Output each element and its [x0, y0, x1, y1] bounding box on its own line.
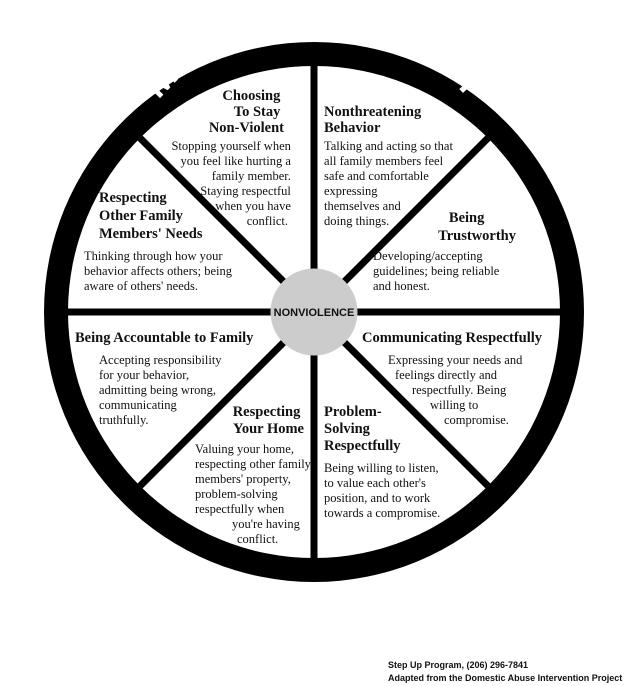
segment-title: Respecting Other Family Members' Needs [99, 190, 203, 242]
segment-text: Thinking through how your behavior affec… [84, 249, 235, 293]
segment-title: Problem- Solving Respectfully [324, 404, 401, 454]
segment-title: Communicating Respectfully [362, 330, 543, 346]
segment-choosing-nonviolent: Choosing To Stay Non-Violent Stopping yo… [171, 88, 294, 228]
segment-title: Being Accountable to Family [75, 330, 254, 346]
credits: Step Up Program, (206) 296-7841 Adapted … [388, 659, 622, 685]
segment-text: Being willing to listen, to value each o… [324, 461, 442, 520]
segment-text: Stopping yourself when you feel like hur… [171, 139, 294, 228]
segment-title: Respecting Your Home [233, 404, 305, 437]
segment-text: Talking and acting so that all family me… [324, 139, 456, 228]
hub-label: NONVIOLENCE [274, 307, 355, 319]
segment-text: Expressing your needs and feelings direc… [388, 353, 525, 427]
segment-text: Accepting responsibility for your behavi… [99, 353, 225, 427]
segment-title: Nonthreatening Behavior [324, 104, 425, 136]
segment-text: Valuing your home, respecting other fami… [195, 442, 314, 546]
segment-trustworthy: Being Trustworthy Developing/accepting g… [373, 210, 517, 293]
segment-accountable: Being Accountable to Family Accepting re… [75, 330, 254, 427]
segment-title: Being Trustworthy [438, 210, 517, 244]
credits-program: Step Up Program, (206) 296-7841 [388, 660, 529, 670]
segment-communicating: Communicating Respectfully Expressing yo… [362, 330, 543, 427]
segment-text: Developing/accepting guidelines; being r… [373, 249, 502, 293]
segment-problem-solving: Problem- Solving Respectfully Being will… [324, 404, 442, 520]
credits-source: Adapted from the Domestic Abuse Interven… [388, 673, 623, 683]
segment-respecting-needs: Respecting Other Family Members' Needs T… [84, 190, 235, 293]
segment-nonthreatening: Nonthreatening Behavior Talking and acti… [324, 104, 456, 228]
segment-title: Choosing To Stay Non-Violent [209, 88, 284, 136]
segment-respecting-home: Respecting Your Home Valuing your home, … [195, 404, 314, 546]
hub [270, 268, 358, 356]
